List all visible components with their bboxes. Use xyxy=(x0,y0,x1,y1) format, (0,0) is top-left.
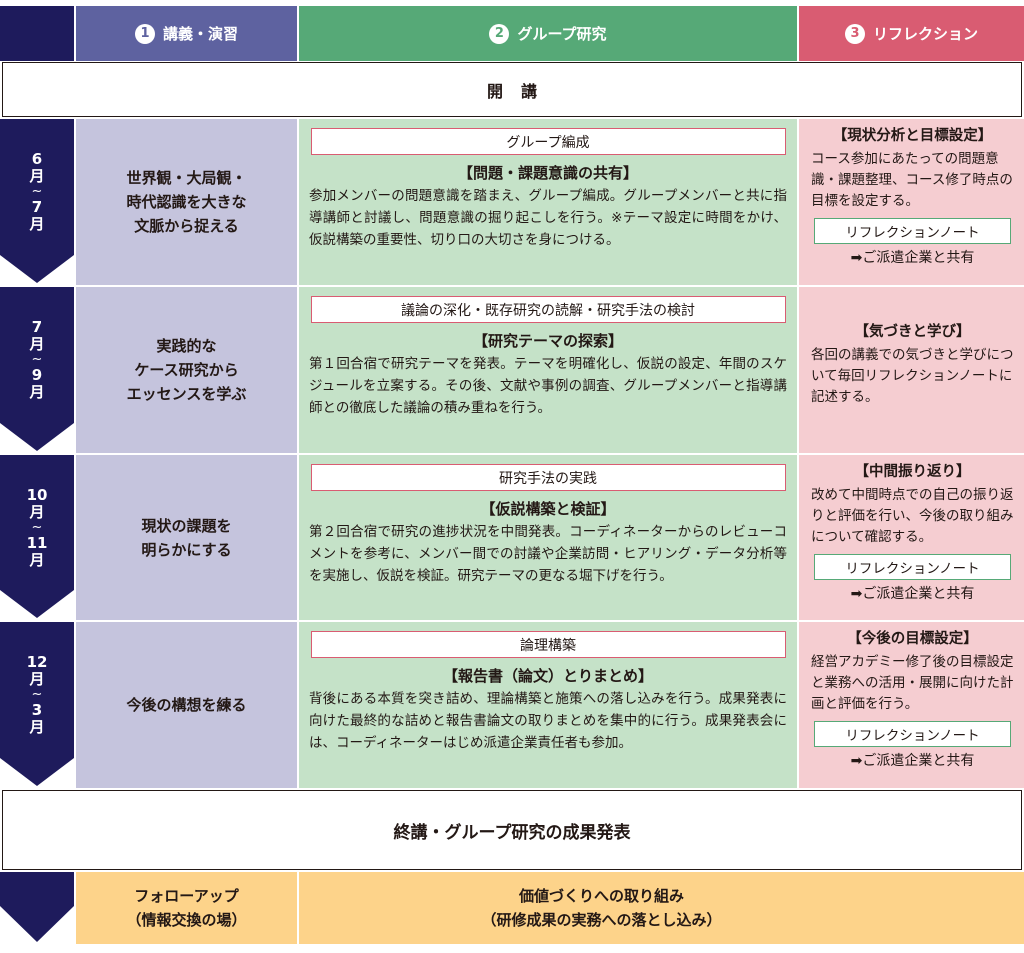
arrow-shape xyxy=(0,287,74,451)
value-line1: 価値づくりへの取り組み xyxy=(518,887,684,905)
header-reflection: 3 リフレクション xyxy=(799,6,1024,61)
month-char: 11 xyxy=(26,534,48,552)
group-description: 第２回合宿で研究の進捗状況を中間発表。コーディネーターからのレビューコメントを参… xyxy=(309,524,787,584)
header-corner xyxy=(0,6,74,61)
header-label: 講義・演習 xyxy=(162,25,238,43)
reflection-title: 【中間振り返り】 xyxy=(854,464,971,480)
month-char: 7 xyxy=(31,318,43,336)
month-char: 12 xyxy=(26,653,48,671)
lecture-line: 現状の課題を xyxy=(141,516,232,535)
share-with-company: ➡ご派遣企業と共有 xyxy=(850,753,975,769)
lecture-line: 世界観・大局観・ xyxy=(126,169,247,187)
lecture-cell: 実践的なケース研究からエッセンスを学ぶ xyxy=(76,287,297,453)
month-char: 月 xyxy=(29,215,45,233)
group-research-cell: 研究手法の実践【仮説構築と検証】第２回合宿で研究の進捗状況を中間発表。コーディネ… xyxy=(299,455,797,620)
number-badge: 3 xyxy=(844,23,865,44)
closing-banner: 終講・グループ研究の成果発表 xyxy=(2,790,1022,870)
month-char: 月 xyxy=(29,167,45,185)
reflection-note-box: リフレクションノート xyxy=(814,218,1011,244)
reflection-note-box: リフレクションノート xyxy=(814,554,1011,580)
reflection-description: 各回の講義での気づきと学びについて毎回リフレクションノートに記述する。 xyxy=(811,347,1014,405)
reflection-cell: 【気づきと学び】各回の講義での気づきと学びについて毎回リフレクションノートに記述… xyxy=(799,287,1024,453)
reflection-cell: 【中間振り返り】改めて中間時点での自己の振り返りと評価を行い、今後の取り組みにつ… xyxy=(799,455,1024,620)
group-subtitle: 【報告書（論文）とりまとめ】 xyxy=(442,667,653,685)
reflection-cell: 【現状分析と目標設定】コース参加にあたっての問題意識・課題整理、コース修了時点の… xyxy=(799,119,1024,285)
group-subtitle: 【仮説構築と検証】 xyxy=(480,500,616,518)
month-char: ~ xyxy=(31,352,43,367)
month-char: 7 xyxy=(31,198,43,216)
reflection-title: 【気づきと学び】 xyxy=(854,324,971,340)
group-stage-box: グループ編成 xyxy=(310,128,786,155)
month-char: 月 xyxy=(29,670,45,688)
group-description: 参加メンバーの問題意識を踏まえ、グループ編成。グループメンバーと共に指導講師と討… xyxy=(309,188,787,248)
month-char: 月 xyxy=(29,718,45,736)
arrow-shape xyxy=(0,622,74,786)
number-badge: 1 xyxy=(134,23,155,44)
group-stage-box: 論理構築 xyxy=(310,631,786,658)
lecture-line: 明らかにする xyxy=(141,540,232,559)
lecture-cell: 世界観・大局観・時代認識を大きな文脈から捉える xyxy=(76,119,297,285)
month-char: 9 xyxy=(31,366,43,384)
followup-line2: （情報交換の場） xyxy=(126,911,247,929)
group-subtitle: 【問題・課題意識の共有】 xyxy=(457,164,638,182)
month-char: 6 xyxy=(31,150,43,168)
month-char: ~ xyxy=(31,520,43,535)
month-char: ~ xyxy=(31,687,43,702)
header-label: リフレクション xyxy=(872,25,978,43)
group-stage-box: 研究手法の実践 xyxy=(310,464,786,491)
lecture-cell: 現状の課題を明らかにする xyxy=(76,455,297,620)
header-label: グループ研究 xyxy=(517,25,607,43)
group-description: 背後にある本質を突き詰め、理論構築と施策への落し込みを行う。成果発表に向けた最終… xyxy=(309,691,787,751)
reflection-description: コース参加にあたっての問題意識・課題整理、コース修了時点の目標を設定する。 xyxy=(811,151,1013,209)
followup-arrow xyxy=(0,872,74,944)
header-group-research: 2 グループ研究 xyxy=(299,6,797,61)
share-with-company: ➡ご派遣企業と共有 xyxy=(850,586,975,602)
reflection-description: 改めて中間時点での自己の振り返りと評価を行い、今後の取り組みについて確認する。 xyxy=(811,487,1014,545)
month-char: 3 xyxy=(31,701,43,719)
reflection-description: 経営アカデミー修了後の目標設定と業務への活用・展開に向けた計画と評価を行う。 xyxy=(811,654,1014,712)
group-description: 第１回合宿で研究テーマを発表。テーマを明確化し、仮説の設定、年間のスケジュールを… xyxy=(309,356,787,416)
share-with-company: ➡ご派遣企業と共有 xyxy=(850,250,975,266)
number-badge: 2 xyxy=(489,23,510,44)
arrow-shape xyxy=(0,872,74,942)
followup-cell: フォローアップ （情報交換の場） xyxy=(76,872,297,944)
lecture-line: 時代認識を大きな xyxy=(126,193,247,211)
month-char: 月 xyxy=(29,383,45,401)
group-research-cell: グループ編成【問題・課題意識の共有】参加メンバーの問題意識を踏まえ、グループ編成… xyxy=(299,119,797,285)
group-research-cell: 論理構築【報告書（論文）とりまとめ】背後にある本質を突き詰め、理論構築と施策への… xyxy=(299,622,797,788)
reflection-title: 【現状分析と目標設定】 xyxy=(832,128,993,144)
lecture-line: ケース研究から xyxy=(134,361,239,379)
header-lecture: 1 講義・演習 xyxy=(76,6,297,61)
month-char: ~ xyxy=(31,184,43,199)
reflection-cell: 【今後の目標設定】経営アカデミー修了後の目標設定と業務への活用・展開に向けた計画… xyxy=(799,622,1024,788)
arrow-shape xyxy=(0,119,74,283)
lecture-cell: 今後の構想を練る xyxy=(76,622,297,788)
month-char: 月 xyxy=(29,335,45,353)
reflection-note-box: リフレクションノート xyxy=(814,721,1011,747)
lecture-line: エッセンスを学ぶ xyxy=(126,385,247,403)
group-subtitle: 【研究テーマの探索】 xyxy=(472,332,623,350)
lecture-line: 実践的な xyxy=(156,337,217,355)
value-creation-cell: 価値づくりへの取り組み （研修成果の実務への落とし込み） xyxy=(299,872,1024,944)
lecture-line: 今後の構想を練る xyxy=(126,696,247,714)
lecture-line: 文脈から捉える xyxy=(134,217,239,235)
reflection-title: 【今後の目標設定】 xyxy=(847,631,978,647)
group-stage-box: 議論の深化・既存研究の読解・研究手法の検討 xyxy=(310,296,786,323)
month-char: 10 xyxy=(26,486,48,504)
followup-line1: フォローアップ xyxy=(134,887,239,905)
value-line2: （研修成果の実務への落とし込み） xyxy=(481,911,722,929)
opening-banner: 開講 xyxy=(2,62,1022,117)
month-char: 月 xyxy=(29,551,45,569)
group-research-cell: 議論の深化・既存研究の読解・研究手法の検討【研究テーマの探索】第１回合宿で研究テ… xyxy=(299,287,797,453)
month-char: 月 xyxy=(29,503,45,521)
arrow-shape xyxy=(0,455,74,618)
